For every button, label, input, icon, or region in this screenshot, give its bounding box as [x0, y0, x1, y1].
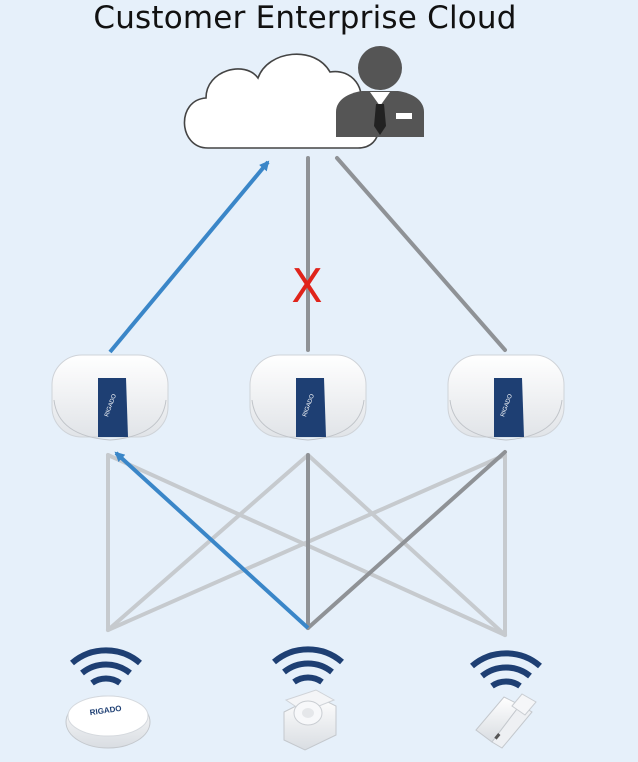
diagram-title: Customer Enterprise Cloud [93, 0, 517, 36]
mesh-links-active [306, 450, 507, 630]
mesh-link [306, 450, 507, 630]
mesh-link [306, 453, 507, 637]
active-path-sensor-to-gateway [114, 451, 310, 630]
motion-sensor [283, 689, 337, 751]
mesh-link [106, 453, 310, 632]
active-path-gateway-to-cloud [108, 160, 270, 354]
business-user-icon [336, 46, 424, 137]
button-sensor: RIGADO [65, 695, 151, 749]
wifi-signal-icon [470, 650, 542, 689]
door-sensor [475, 693, 537, 749]
gateway-center: RIGADO [249, 354, 367, 441]
wifi-signal-icon [70, 647, 142, 686]
sensor-brand-label: RIGADO [89, 704, 122, 717]
gateway-right: RIGADO [447, 354, 565, 441]
backhaul-link-right [335, 156, 507, 352]
link-failure-marker: X [291, 259, 323, 313]
wifi-signal-icon [272, 646, 344, 685]
backhaul-links [306, 156, 507, 352]
gateway-left: RIGADO [51, 354, 169, 441]
